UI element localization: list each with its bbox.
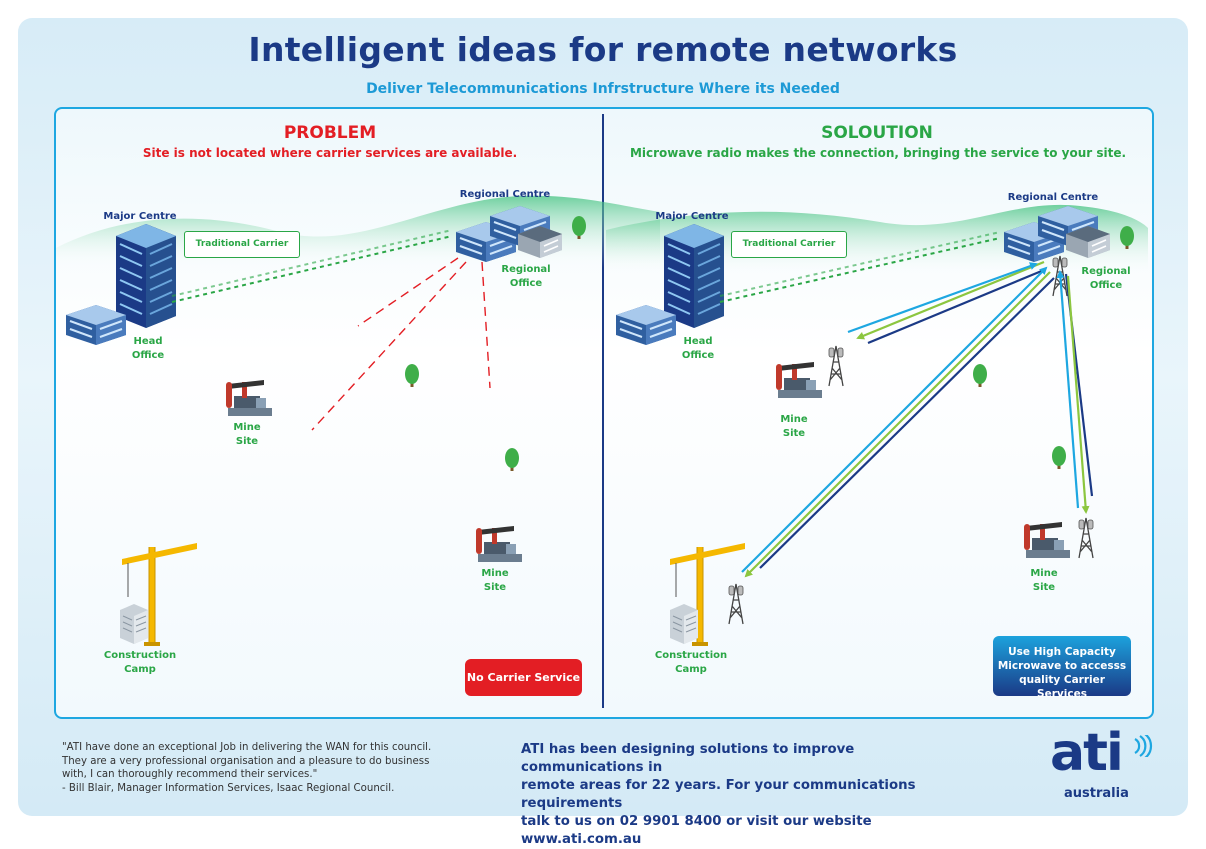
panel-divider [602,114,604,708]
company-tagline: ATI has been designing solutions to impr… [521,742,916,847]
ati-logo: ati australia [1050,723,1160,803]
problem-heading: PROBLEM [283,123,377,143]
solution-major-centre-label: Major Centre [655,211,729,222]
signal-waves-icon [1134,735,1153,757]
ati-logo-text: ati [1050,723,1124,783]
problem-major-centre-label: Major Centre [103,211,177,222]
problem-regional-centre-label: Regional Centre [459,189,551,200]
no-service-lines [311,257,491,431]
solution-heading: SOLOUTION [821,123,933,143]
testimonial-quote: "ATI have done an exceptional Job in del… [62,742,432,794]
microwave-links [741,260,1094,578]
solution-regional-centre-label: Regional Centre [1007,192,1099,203]
solution-traditional-carrier-box: Traditional Carrier [731,231,847,258]
problem-traditional-carrier-box: Traditional Carrier [184,231,300,258]
ati-logo-subtext: australia [1064,786,1129,801]
page-subtitle: Deliver Telecommunications Infrstructure… [366,81,840,97]
solution-description: Microwave radio makes the connection, br… [629,146,1127,160]
page-title: Intelligent ideas for remote networks [248,30,958,69]
problem-description: Site is not located where carrier servic… [142,146,518,160]
no-carrier-service-badge: No Carrier Service [465,659,582,696]
